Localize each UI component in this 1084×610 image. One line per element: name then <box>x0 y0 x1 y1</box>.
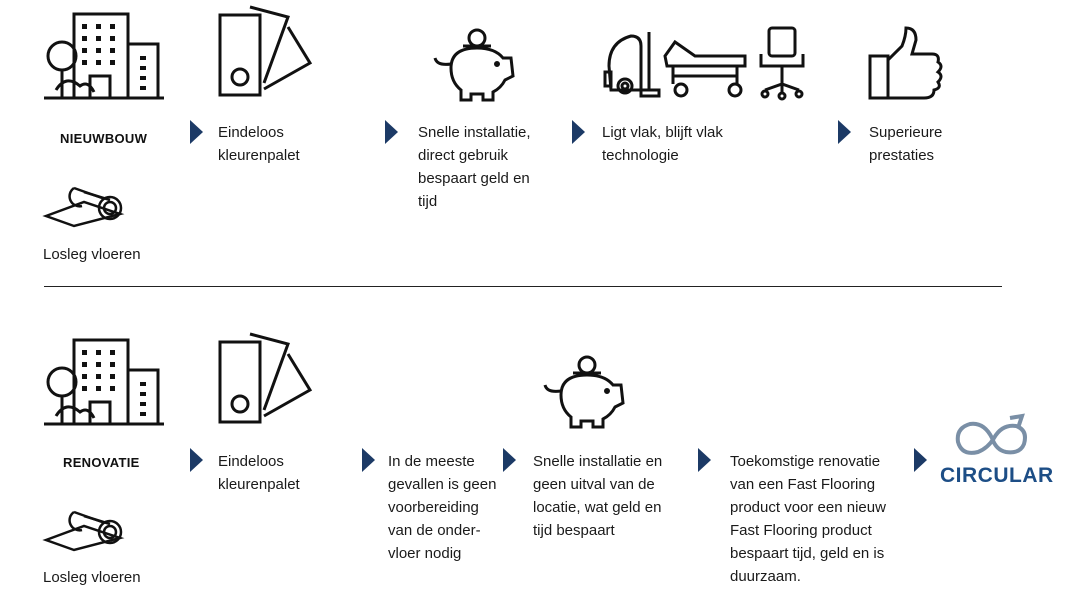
arrow-icon <box>914 448 927 472</box>
floor-roll-icon <box>42 510 125 552</box>
piggy-bank-icon <box>433 28 515 102</box>
section-divider <box>44 286 1002 287</box>
arrow-icon <box>362 448 375 472</box>
color-swatch-icon <box>218 5 313 97</box>
thumbs-up-icon <box>868 26 943 100</box>
arrow-icon <box>190 120 203 144</box>
circular-badge: CIRCULAR <box>940 464 1054 487</box>
circular-infinity-icon <box>955 413 1027 455</box>
losleg-vloeren-bottom: Losleg vloeren <box>43 569 141 586</box>
losleg-vloeren-top: Losleg vloeren <box>43 246 141 263</box>
building-icon <box>44 338 164 426</box>
step-text: Snelle installatie en geen uitval van de… <box>533 453 663 539</box>
arrow-icon <box>190 448 203 472</box>
renovatie-label: RENOVATIE <box>63 455 140 470</box>
nieuwbouw-label: NIEUWBOUW <box>60 131 148 146</box>
step-text: Snelle installatie, direct gebruik bespa… <box>418 124 531 210</box>
arrow-icon <box>503 448 516 472</box>
step-text: Superieure prestaties <box>869 124 943 164</box>
arrow-icon <box>698 448 711 472</box>
office-chair-icon <box>759 26 805 101</box>
step-text: Ligt vlak, blijft vlak technologie <box>602 124 723 164</box>
arrow-icon <box>838 120 851 144</box>
floor-roll-icon <box>42 186 125 228</box>
step-text: In de meeste gevallen is geen voorbereid… <box>388 453 497 562</box>
piggy-bank-icon <box>543 355 625 429</box>
bed-icon <box>663 39 747 98</box>
vacuum-icon <box>603 32 661 98</box>
color-swatch-icon <box>218 332 313 424</box>
step-text: Toekomstige renovatie van een Fast Floor… <box>730 453 886 585</box>
arrow-icon <box>572 120 585 144</box>
arrow-icon <box>385 120 398 144</box>
building-icon <box>44 12 164 100</box>
step-text: Eindeloos kleurenpalet <box>218 124 300 164</box>
step-text: Eindeloos kleurenpalet <box>218 453 300 493</box>
